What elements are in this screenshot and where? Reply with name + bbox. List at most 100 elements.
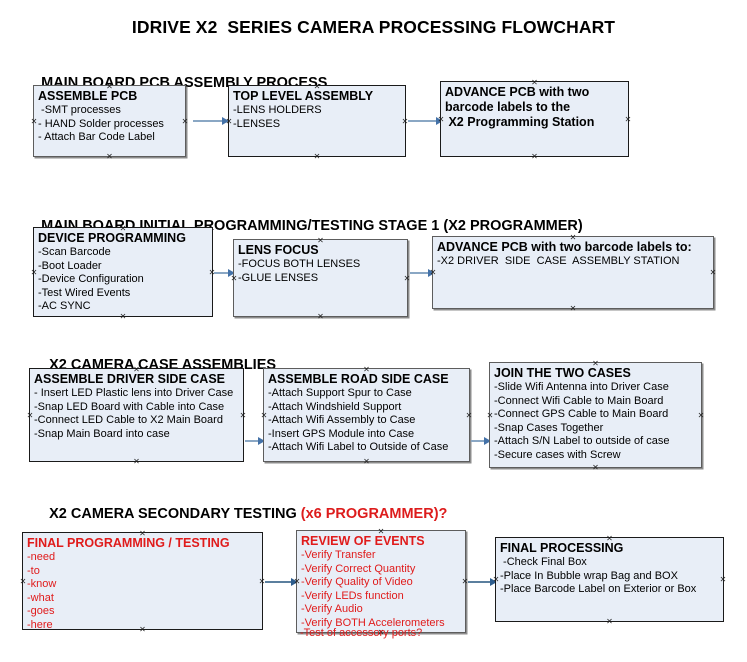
- resize-handle-right[interactable]: [182, 118, 189, 125]
- resize-handle-bottom[interactable]: [106, 153, 113, 160]
- node-line: -Verify BOTH Accelerometers: [301, 616, 445, 629]
- connector-device-programming-to-lens-focus: [214, 272, 232, 274]
- node-advance-pcb-programming-station[interactable]: ADVANCE PCB with two barcode labels to t…: [440, 81, 629, 157]
- node-line: -Snap Main Board into case: [34, 427, 170, 440]
- resize-handle-left[interactable]: [27, 412, 34, 419]
- resize-handle-bottom[interactable]: [531, 153, 538, 160]
- node-final-programming-testing[interactable]: FINAL PROGRAMMING / TESTING -need -to -k…: [20, 530, 263, 633]
- node-line: - HAND Solder processes: [38, 117, 164, 130]
- node-line: - Attach Bar Code Label: [38, 131, 155, 143]
- node-line: -Verify Quality of Video: [301, 576, 413, 588]
- resize-handle-left[interactable]: [31, 118, 38, 125]
- section-heading-accent: (x6 PROGRAMMER)?: [300, 506, 448, 522]
- node-line: -Test Wired Events: [38, 286, 131, 299]
- resize-handle-left[interactable]: [430, 269, 437, 276]
- resize-handle-left[interactable]: [226, 118, 233, 125]
- resize-handle-bottom[interactable]: [120, 313, 127, 320]
- node-advance-pcb-driver-side-case[interactable]: ADVANCE PCB with two barcode labels to: …: [432, 236, 714, 309]
- node-line: -Check Final Box: [500, 556, 587, 568]
- resize-handle-top[interactable]: [139, 530, 146, 537]
- resize-handle-right[interactable]: [710, 269, 717, 276]
- connector-lens-focus-to-advance-pcb-driver-side: [410, 272, 432, 274]
- node-line: -GLUE LENSES: [238, 271, 319, 284]
- node-line: -Attach S/N Label to outside of case: [494, 435, 670, 447]
- node-line: -Attach Windshield Support: [268, 400, 402, 413]
- resize-handle-top[interactable]: [378, 528, 385, 535]
- node-title: ASSEMBLE ROAD SIDE CASE: [268, 372, 449, 386]
- node-assemble-driver-side-case[interactable]: ASSEMBLE DRIVER SIDE CASE - Insert LED P…: [29, 368, 244, 462]
- resize-handle-top[interactable]: [120, 225, 127, 232]
- resize-handle-top[interactable]: [570, 234, 577, 241]
- node-line: -Scan Barcode: [38, 246, 111, 258]
- resize-handle-left[interactable]: [261, 412, 268, 419]
- node-assemble-road-side-case[interactable]: ASSEMBLE ROAD SIDE CASE -Attach Support …: [263, 368, 470, 462]
- node-line: -Snap LED Board with Cable into Case: [34, 400, 225, 413]
- node-line: -Connect Wifi Cable to Main Board: [494, 394, 664, 407]
- resize-handle-bottom[interactable]: [314, 153, 321, 160]
- node-final-processing[interactable]: FINAL PROCESSING -Check Final Box -Place…: [495, 537, 724, 622]
- node-line: -Slide Wifi Antenna into Driver Case: [494, 381, 669, 393]
- node-line: X2 Programming Station: [445, 115, 595, 129]
- node-line: -Connect GPS Cable to Main Board: [494, 408, 669, 420]
- node-line: -Place Barcode Label on Exterior or Box: [500, 583, 697, 595]
- resize-handle-bottom[interactable]: [363, 458, 370, 465]
- section-heading-text: X2 CAMERA SECONDARY TESTING: [49, 506, 301, 522]
- node-line: - Insert LED Plastic lens into Driver Ca…: [34, 387, 234, 399]
- resize-handle-top[interactable]: [531, 79, 538, 86]
- resize-handle-left[interactable]: [487, 412, 494, 419]
- resize-handle-right[interactable]: [720, 576, 727, 583]
- resize-handle-top[interactable]: [363, 366, 370, 373]
- connector-arrow-head: [228, 268, 235, 277]
- resize-handle-bottom[interactable]: [133, 458, 140, 465]
- resize-handle-right[interactable]: [404, 275, 411, 282]
- resize-handle-top[interactable]: [133, 366, 140, 373]
- resize-handle-left[interactable]: [493, 576, 500, 583]
- node-title: FINAL PROCESSING: [500, 541, 624, 555]
- resize-handle-top[interactable]: [592, 360, 599, 367]
- node-line: -Attach Wifi Label to Outside of Case: [268, 441, 449, 453]
- node-line: -FOCUS BOTH LENSES: [238, 258, 361, 270]
- resize-handle-top[interactable]: [317, 237, 324, 244]
- node-line: -know: [27, 578, 57, 590]
- node-lens-focus[interactable]: LENS FOCUS -FOCUS BOTH LENSES -GLUE LENS…: [233, 239, 408, 317]
- resize-handle-top[interactable]: [106, 83, 113, 90]
- node-line: -Device Configuration: [38, 273, 144, 285]
- resize-handle-left[interactable]: [231, 275, 238, 282]
- node-line: -Verify LEDs function: [301, 589, 404, 602]
- connector-final-programming-to-review-of-events: [265, 581, 295, 583]
- resize-handle-bottom[interactable]: [317, 313, 324, 320]
- node-line: -Secure cases with Screw: [494, 448, 621, 461]
- resize-handle-right[interactable]: [240, 412, 247, 419]
- node-line: -Place In Bubble wrap Bag and BOX: [500, 569, 678, 582]
- resize-handle-left[interactable]: [438, 116, 445, 123]
- resize-handle-bottom[interactable]: [592, 464, 599, 471]
- resize-handle-left[interactable]: [31, 269, 38, 276]
- node-title: ADVANCE PCB with two: [445, 85, 590, 99]
- node-device-programming[interactable]: DEVICE PROGRAMMING -Scan Barcode -Boot L…: [33, 227, 213, 317]
- resize-handle-right[interactable]: [698, 412, 705, 419]
- resize-handle-bottom[interactable]: [139, 626, 146, 633]
- node-line: -Connect LED Cable to X2 Main Board: [34, 414, 223, 426]
- resize-handle-top[interactable]: [314, 83, 321, 90]
- node-line: -what: [27, 591, 54, 604]
- node-review-of-events[interactable]: REVIEW OF EVENTS -Verify Transfer -Verif…: [296, 530, 466, 633]
- node-title: ASSEMBLE DRIVER SIDE CASE: [34, 372, 226, 386]
- connector-driver-side-to-road-side: [245, 440, 263, 442]
- node-line: -Attach Support Spur to Case: [268, 387, 412, 399]
- resize-handle-left[interactable]: [294, 578, 301, 585]
- connector-road-side-to-join-cases: [471, 440, 487, 442]
- node-top-level-assembly[interactable]: TOP LEVEL ASSEMBLY -LENS HOLDERS -LENSES: [228, 85, 406, 157]
- node-join-the-two-cases[interactable]: JOIN THE TWO CASES -Slide Wifi Antenna i…: [489, 362, 702, 468]
- node-line: -Boot Loader: [38, 259, 102, 272]
- resize-handle-bottom[interactable]: [606, 618, 613, 625]
- resize-handle-left[interactable]: [20, 578, 27, 585]
- resize-handle-right[interactable]: [625, 116, 632, 123]
- resize-handle-bottom[interactable]: [570, 305, 577, 312]
- node-title: DEVICE PROGRAMMING: [38, 231, 186, 245]
- node-line: -Verify Audio: [301, 603, 363, 615]
- node-line: -Verify Correct Quantity: [301, 562, 416, 575]
- resize-handle-top[interactable]: [606, 535, 613, 542]
- node-assemble-pcb[interactable]: ASSEMBLE PCB -SMT processes - HAND Solde…: [33, 85, 186, 157]
- resize-handle-right[interactable]: [466, 412, 473, 419]
